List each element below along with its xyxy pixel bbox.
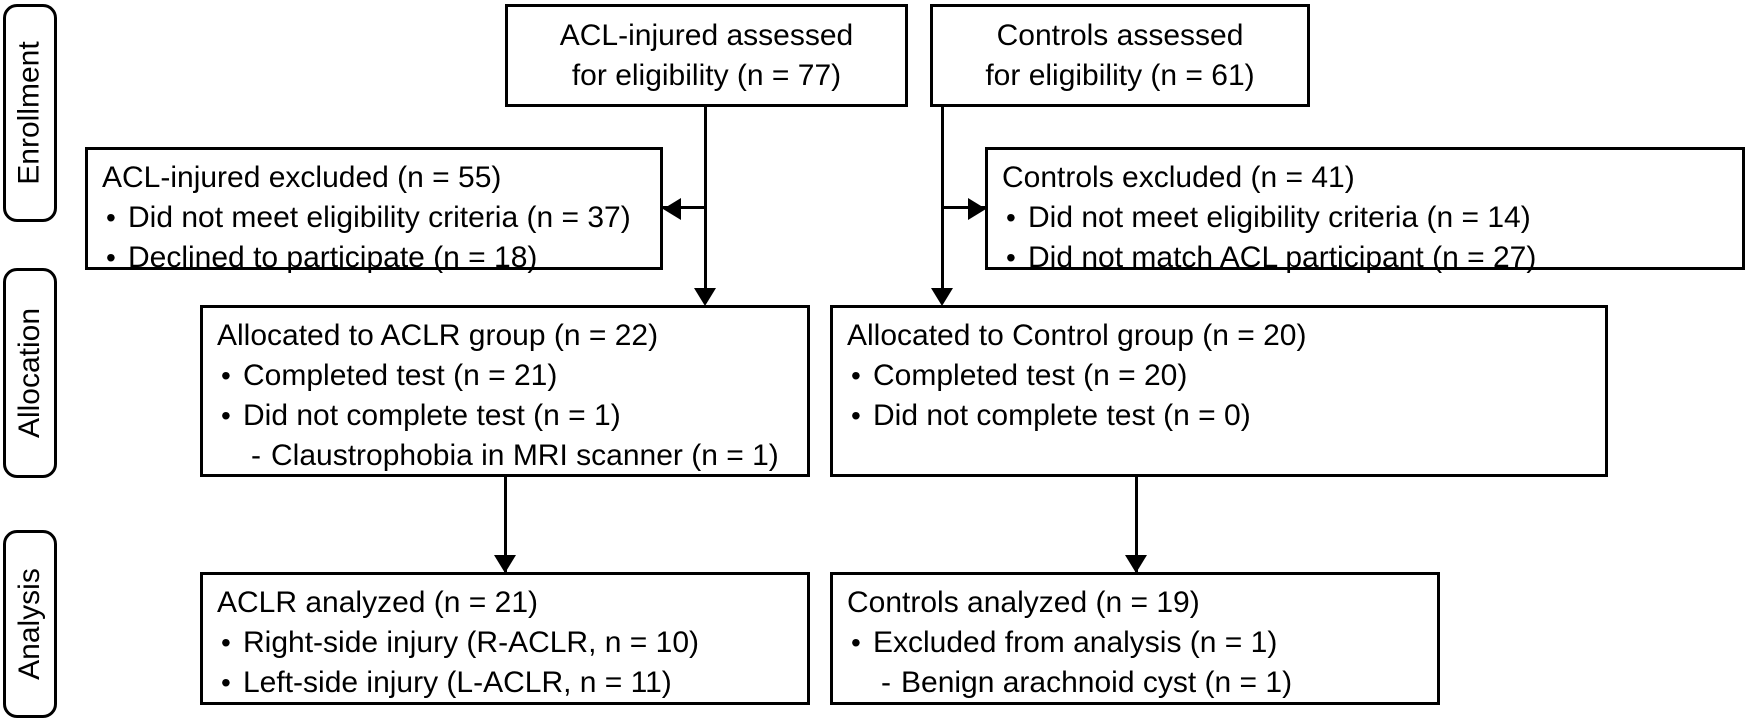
box-controls-assessed-line-1: Controls assessed <box>996 18 1244 52</box>
box-controls-analyzed-title: Controls analyzed (n = 19) <box>847 586 1200 619</box>
box-acl-injured-excluded-bullet-1: Did not meet eligibility criteria (n = 3… <box>102 198 646 238</box>
box-controls-analyzed: Controls analyzed (n = 19) Excluded from… <box>830 572 1440 705</box>
box-aclr-allocated-title: Allocated to ACLR group (n = 22) <box>217 319 659 352</box>
stage-label-allocation: Allocation <box>3 268 57 478</box>
box-acl-injured-excluded: ACL-injured excluded (n = 55) Did not me… <box>85 147 663 274</box>
box-control-allocated-bullet-2: Did not complete test (n = 0) <box>847 396 1591 436</box>
box-aclr-analyzed-bullet-1: Right-side injury (R-ACLR, n = 10) <box>217 623 793 663</box>
stage-label-analysis: Analysis <box>3 530 57 718</box>
connector-acl-excluded-branch <box>663 206 706 209</box>
box-controls-excluded: Controls excluded (n = 41) Did not meet … <box>985 147 1745 274</box>
box-acl-injured-assessed-line-2: for eligibility (n = 77) <box>571 58 842 92</box>
connector-controls-excluded-branch <box>941 206 986 209</box>
box-aclr-allocated-bullet-1: Completed test (n = 21) <box>217 356 793 396</box>
arrow-controls-excluded <box>968 198 986 220</box>
box-control-allocated: Allocated to Control group (n = 20) Comp… <box>830 305 1608 477</box>
stage-label-enrollment-text: Enrollment <box>13 41 46 185</box>
box-controls-assessed: Controls assessed for eligibility (n = 6… <box>930 4 1310 107</box>
box-aclr-analyzed: ACLR analyzed (n = 21) Right-side injury… <box>200 572 810 705</box>
box-controls-excluded-bullet-1: Did not meet eligibility criteria (n = 1… <box>1002 198 1728 238</box>
arrow-acl-assessed-to-allocated <box>694 288 716 306</box>
connector-acl-assessed-to-allocated <box>704 107 707 303</box>
box-aclr-analyzed-title: ACLR analyzed (n = 21) <box>217 586 539 619</box>
box-controls-excluded-title: Controls excluded (n = 41) <box>1002 161 1355 194</box>
connector-control-allocated-to-analyzed <box>1135 477 1138 573</box>
box-aclr-allocated-subitem: Claustrophobia in MRI scanner (n = 1) <box>217 436 793 476</box>
connector-aclr-allocated-to-analyzed <box>504 477 507 573</box>
box-controls-assessed-line-2: for eligibility (n = 61) <box>985 58 1255 92</box>
arrow-controls-assessed-to-allocated <box>931 288 953 306</box>
arrow-acl-excluded <box>663 198 681 220</box>
box-controls-analyzed-bullet-1: Excluded from analysis (n = 1) <box>847 623 1423 663</box>
box-aclr-allocated: Allocated to ACLR group (n = 22) Complet… <box>200 305 810 477</box>
box-control-allocated-title: Allocated to Control group (n = 20) <box>847 319 1307 352</box>
box-aclr-analyzed-bullet-2: Left-side injury (L-ACLR, n = 11) <box>217 663 793 703</box>
box-controls-analyzed-subitem: Benign arachnoid cyst (n = 1) <box>847 663 1423 703</box>
box-acl-injured-excluded-title: ACL-injured excluded (n = 55) <box>102 161 502 194</box>
box-acl-injured-excluded-bullet-2: Declined to participate (n = 18) <box>102 238 646 278</box>
box-aclr-allocated-bullet-2: Did not complete test (n = 1) <box>217 396 793 436</box>
stage-label-analysis-text: Analysis <box>13 568 46 680</box>
stage-label-enrollment: Enrollment <box>3 4 57 222</box>
arrow-aclr-allocated-to-analyzed <box>494 555 516 573</box>
box-control-allocated-bullet-1: Completed test (n = 20) <box>847 356 1591 396</box>
stage-label-allocation-text: Allocation <box>13 307 47 439</box>
connector-controls-assessed-to-allocated <box>941 107 944 303</box>
box-acl-injured-assessed-line-1: ACL-injured assessed <box>559 18 854 52</box>
box-acl-injured-assessed: ACL-injured assessed for eligibility (n … <box>505 4 908 107</box>
arrow-control-allocated-to-analyzed <box>1125 555 1147 573</box>
box-controls-excluded-bullet-2: Did not match ACL participant (n = 27) <box>1002 238 1728 278</box>
